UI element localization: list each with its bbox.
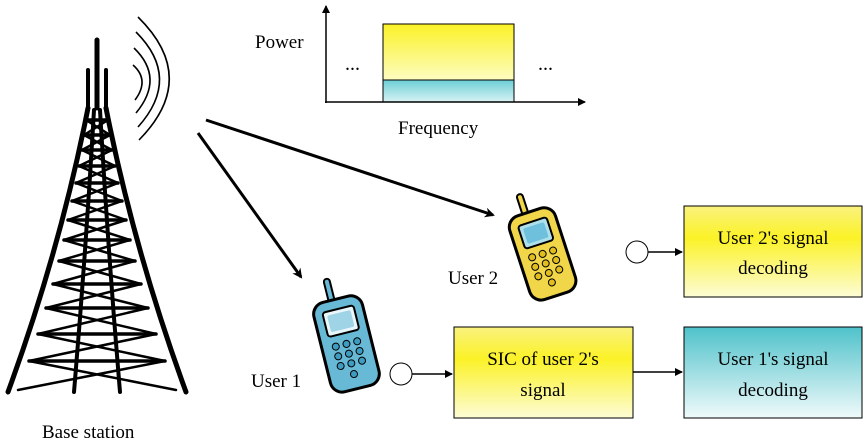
power-axis-label: Power	[255, 32, 304, 53]
user2-label: User 2	[448, 268, 498, 289]
frequency-axis-label: Frequency	[398, 118, 479, 139]
user1-phone-icon	[312, 277, 381, 394]
sic-box-line2: signal	[520, 380, 565, 401]
user2-decoding-box	[683, 205, 863, 298]
user1-decoding-line1: User 1's signal	[717, 349, 828, 370]
user1-label: User 1	[251, 371, 301, 392]
user2-power-band	[382, 23, 515, 81]
arrow-to-user1	[196, 132, 303, 279]
user2-decoding-line2: decoding	[738, 258, 808, 279]
user2-phone-icon	[507, 193, 578, 302]
sic-box-line1: SIC of user 2's	[487, 349, 599, 370]
sic-box	[453, 326, 634, 419]
user2-receiver-node	[625, 240, 649, 264]
base-station-label: Base station	[42, 422, 135, 443]
user1-receiver-node	[389, 362, 413, 386]
power-frequency-plot: Power Frequency ... ...	[255, 5, 586, 139]
user1-decoding-box	[683, 326, 863, 419]
user1-decoding-line2: decoding	[738, 380, 808, 401]
arrow-to-user2	[205, 118, 495, 218]
ellipsis-right: ...	[538, 53, 553, 75]
user2-decoding-line1: User 2's signal	[717, 228, 828, 249]
ellipsis-left: ...	[345, 53, 360, 75]
transmission-tower-icon	[5, 37, 189, 395]
user1-power-band	[382, 79, 515, 103]
radio-waves-icon	[132, 16, 170, 141]
